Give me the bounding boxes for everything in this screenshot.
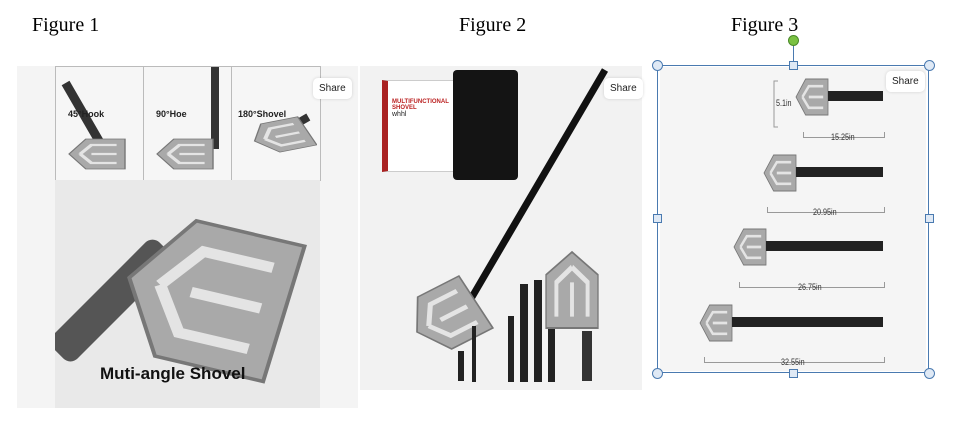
label-hook: 45°Hook xyxy=(68,109,105,119)
main-title: Muti-angle Shovel xyxy=(100,364,246,383)
figure-1-caption: Figure 1 xyxy=(32,14,100,36)
panel-hoe: 90°Hoe xyxy=(143,66,233,181)
panel-hook: 45°Hook xyxy=(55,66,145,181)
box-text: MULTIFUNCTIONAL xyxy=(392,99,449,105)
resize-handle-e[interactable] xyxy=(925,214,934,223)
dimension-label: 15.25in xyxy=(830,132,855,142)
share-button[interactable]: Share xyxy=(604,78,643,99)
resize-handle-nw[interactable] xyxy=(652,60,663,71)
resize-handle-ne[interactable] xyxy=(924,60,935,71)
figure-3-image: 5.1in 15.25in 20.95in 26.75in 32.55in Sh… xyxy=(660,67,926,371)
dimension-label: 20.95in xyxy=(812,207,837,217)
resize-handle-n[interactable] xyxy=(789,61,798,70)
figure-2-image: MULTIFUNCTIONAL SHOVEL whhl Share xyxy=(360,66,643,390)
dimension-label: 32.55in xyxy=(780,357,805,367)
resize-handle-s[interactable] xyxy=(789,369,798,378)
rotate-line xyxy=(793,40,794,65)
label-hoe: 90°Hoe xyxy=(156,109,187,119)
box-text: SHOVEL xyxy=(392,105,417,111)
carry-pouch xyxy=(453,70,518,180)
share-button[interactable]: Share xyxy=(313,78,352,99)
resize-handle-se[interactable] xyxy=(924,368,935,379)
figure-2-caption: Figure 2 xyxy=(459,14,527,36)
share-button[interactable]: Share xyxy=(886,71,925,92)
figure-1-image: 45°Hook 90°Hoe 180°Shovel Muti-angle Sho… xyxy=(17,66,358,408)
selection-frame[interactable]: 5.1in 15.25in 20.95in 26.75in 32.55in Sh… xyxy=(657,65,929,373)
resize-handle-sw[interactable] xyxy=(652,368,663,379)
dimension-label: 26.75in xyxy=(797,282,822,292)
main-shovel-photo: Muti-angle Shovel xyxy=(55,180,320,408)
figure-3-caption: Figure 3 xyxy=(731,14,799,36)
rotate-handle[interactable] xyxy=(788,35,799,46)
resize-handle-w[interactable] xyxy=(653,214,662,223)
panel-shovel: 180°Shovel xyxy=(231,66,321,181)
label-180-shovel: 180°Shovel xyxy=(238,109,287,119)
box-brand: whhl xyxy=(392,111,407,118)
dimension-height: 5.1in xyxy=(775,98,792,108)
